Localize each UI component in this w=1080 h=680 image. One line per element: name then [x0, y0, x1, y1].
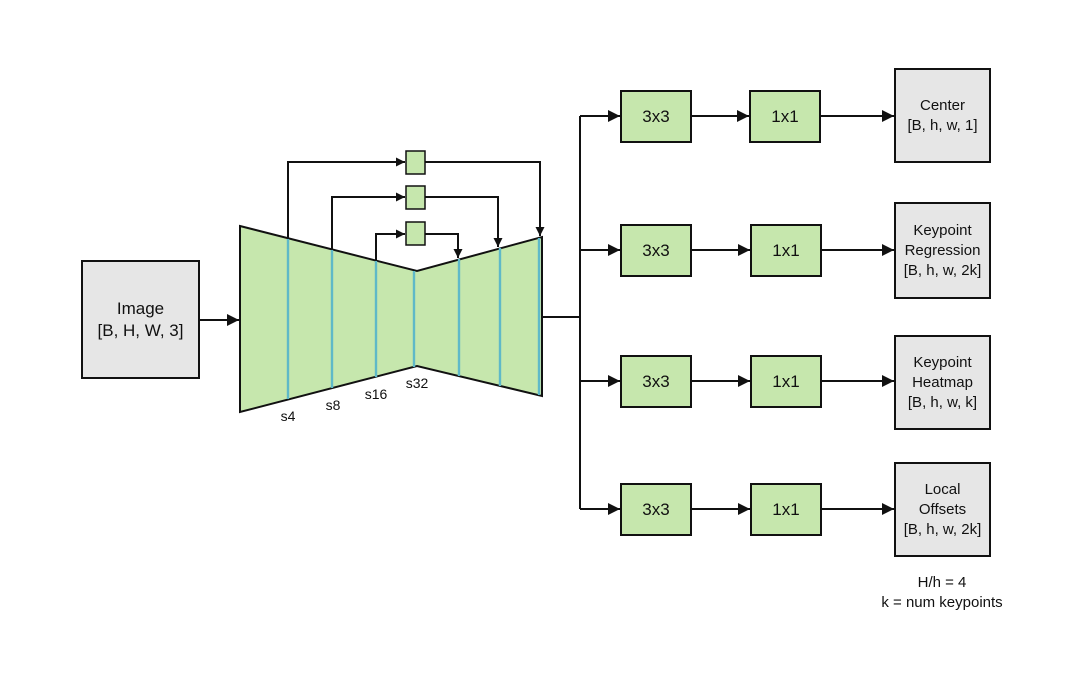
head-3-conv1x1-label: 1x1 [772, 499, 800, 519]
note-k-definition: k = num keypoints [881, 594, 1003, 611]
skip-conv-box-3 [405, 221, 426, 246]
input-image-box [81, 260, 200, 379]
skip-s16 [375, 229, 405, 261]
backbone-hourglass [239, 224, 543, 414]
head-3-conv3x3-box [620, 483, 692, 536]
head-0 [580, 68, 991, 163]
skip-s4-out [425, 161, 545, 236]
head-2 [580, 335, 991, 430]
head-0-conv1x1-label: 1x1 [771, 106, 799, 126]
head-3 [580, 462, 991, 557]
output-line: [B, h, w, 1] [907, 116, 978, 134]
head-3-output-box [894, 462, 991, 557]
scale-label-s16: s16 [364, 386, 388, 402]
head-1-output-label: Keypoint Regression [B, h, w, 2k] [895, 203, 990, 298]
output-line: [B, h, w, k] [907, 393, 978, 411]
head-2-output-label: Keypoint Heatmap [B, h, w, k] [895, 336, 990, 429]
skip-conv-box-1 [405, 150, 426, 175]
head-1-conv1x1-label: 1x1 [772, 240, 800, 260]
output-line: Center [919, 96, 966, 114]
skip-s16-out [425, 233, 463, 258]
head-2-conv3x3-label: 3x3 [642, 371, 670, 391]
skip-connections [287, 157, 545, 261]
head-2-conv3x3-box [620, 355, 692, 408]
skip-s8 [331, 192, 405, 250]
head-1-conv1x1-box [750, 224, 822, 277]
head-1-conv3x3-label: 3x3 [642, 240, 670, 260]
head-1-conv3x3-box [620, 224, 692, 277]
output-line: [B, h, w, 2k] [903, 261, 982, 279]
feature-stripes [286, 238, 541, 399]
head-1 [580, 202, 991, 299]
head-0-output-label: Center [B, h, w, 1] [895, 69, 990, 162]
output-line: Regression [904, 241, 981, 259]
input-shape: [B, H, W, 3] [97, 320, 184, 340]
notes: H/h = 4 k = num keypoints [842, 573, 1042, 613]
scale-label-s8: s8 [325, 397, 341, 413]
head-0-output-box [894, 68, 991, 163]
output-line: [B, h, w, 2k] [903, 520, 982, 538]
head-trunk [542, 116, 581, 509]
skip-s4 [287, 157, 405, 239]
scale-label-s4: s4 [280, 408, 296, 424]
output-line: Heatmap [912, 373, 973, 391]
skip-conv-box-2 [405, 185, 426, 210]
skip-s8-out [425, 196, 503, 247]
output-line: Keypoint [913, 221, 972, 239]
head-3-conv3x3-label: 3x3 [642, 499, 670, 519]
head-0-conv1x1-box [749, 90, 821, 143]
head-2-output-box [894, 335, 991, 430]
output-line: Keypoint [913, 353, 972, 371]
head-3-output-label: Local Offsets [B, h, w, 2k] [895, 463, 990, 556]
scale-label-s32: s32 [405, 375, 429, 391]
input-title: Image [116, 298, 165, 318]
output-line: Offsets [918, 500, 967, 518]
head-1-output-box [894, 202, 991, 299]
input-image-label: Image [B, H, W, 3] [82, 261, 199, 378]
head-2-conv1x1-box [750, 355, 822, 408]
head-0-conv3x3-label: 3x3 [642, 106, 670, 126]
note-ratio: H/h = 4 [917, 574, 967, 591]
head-2-conv1x1-label: 1x1 [772, 371, 800, 391]
output-line: Local [924, 480, 961, 498]
